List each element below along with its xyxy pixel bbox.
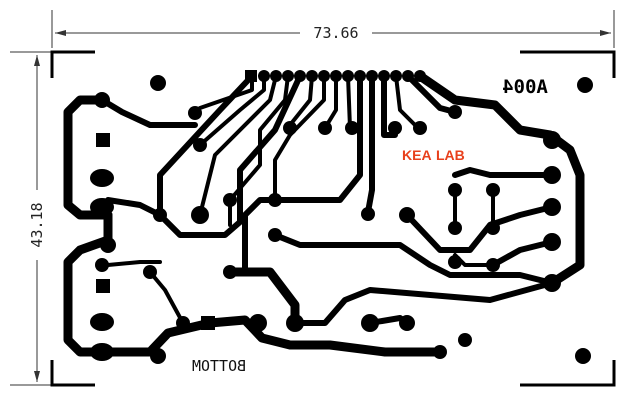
- board-code-label: A004: [502, 76, 548, 98]
- height-dimension-label: 43.18: [28, 202, 46, 247]
- width-dimension-label: 73.66: [313, 24, 358, 42]
- kealab-logo: KEA LAB: [402, 147, 465, 163]
- layer-label: BOTTOM: [192, 357, 246, 375]
- board-corner-marks: [50, 50, 616, 387]
- logo-part2: LAB: [436, 147, 465, 163]
- layer-label-mirrored: BOTTOM: [192, 357, 246, 375]
- width-dimension: [51, 10, 615, 48]
- copper-pads: [90, 70, 593, 364]
- height-dimension: [10, 51, 54, 386]
- board-code-mirrored: A004: [502, 76, 548, 98]
- logo-part1: KEA: [402, 147, 432, 163]
- copper-traces: [63, 71, 585, 357]
